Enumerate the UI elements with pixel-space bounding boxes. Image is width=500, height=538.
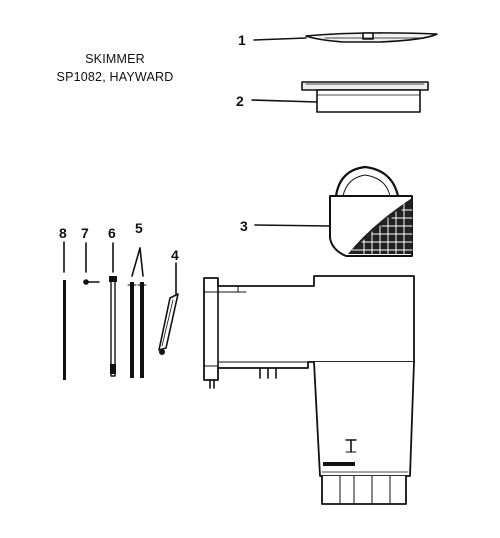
label-part-5: 5 (135, 220, 143, 236)
leader-line-3 (254, 224, 331, 227)
leader-line-5b (139, 247, 144, 277)
skimmer-body (203, 275, 415, 505)
part-3-basket (329, 165, 413, 257)
label-part-8: 8 (59, 225, 67, 241)
label-part-1: 1 (238, 32, 246, 48)
part-5-rods (127, 282, 147, 378)
part-6-rod-with-clip (109, 276, 117, 377)
leader-line-5a (131, 247, 141, 277)
title-line-2: SP1082, HAYWARD (56, 70, 174, 84)
label-part-7: 7 (81, 225, 89, 241)
part-4-weir-door (158, 293, 179, 355)
label-part-4: 4 (171, 247, 179, 263)
part-7-screw (83, 279, 100, 285)
part-8-long-rod (63, 280, 66, 380)
label-part-2: 2 (236, 93, 244, 109)
label-part-3: 3 (240, 218, 248, 234)
label-part-6: 6 (108, 225, 116, 241)
title-line-1: SKIMMER (85, 52, 145, 66)
leader-line-2 (251, 99, 318, 103)
part-2-collar (301, 81, 429, 113)
leader-line-1 (253, 37, 307, 41)
part-1-lid (305, 32, 438, 43)
